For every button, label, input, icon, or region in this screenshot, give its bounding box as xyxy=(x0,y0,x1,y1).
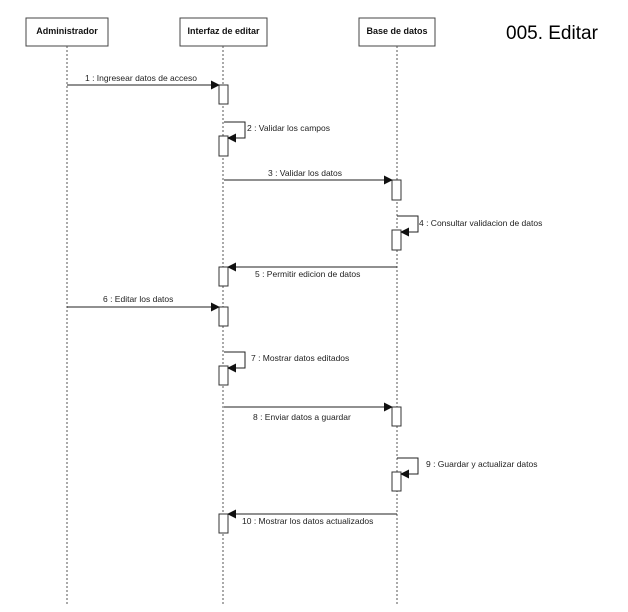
message-label: 5 : Permitir edicion de datos xyxy=(255,269,360,279)
message-label: 10 : Mostrar los datos actualizados xyxy=(242,516,373,526)
message-label: 3 : Validar los datos xyxy=(268,168,342,178)
participant-interfaz-de-editar: Interfaz de editar xyxy=(179,17,268,47)
self-message-arrow xyxy=(397,215,419,237)
message-label: 1 : Ingresear datos de acceso xyxy=(85,73,197,83)
participant-label: Administrador xyxy=(36,26,98,36)
activation-bar xyxy=(218,84,229,105)
participant-label: Base de datos xyxy=(366,26,427,36)
message-label: 6 : Editar los datos xyxy=(103,294,173,304)
activation-bar xyxy=(218,135,229,157)
activation-bar xyxy=(218,306,229,327)
message-label: 8 : Enviar datos a guardar xyxy=(253,412,351,422)
self-message-arrow xyxy=(224,351,246,373)
participant-base-de-datos: Base de datos xyxy=(358,17,436,47)
activation-bar xyxy=(218,365,229,386)
activation-bar xyxy=(218,513,229,534)
self-message-arrow xyxy=(224,121,246,143)
participant-administrador: Administrador xyxy=(25,17,109,47)
message-label: 2 : Validar los campos xyxy=(247,123,330,133)
self-message-arrow xyxy=(397,457,419,479)
participant-label: Interfaz de editar xyxy=(187,26,260,36)
diagram-title: 005. Editar xyxy=(506,23,599,44)
activation-bar xyxy=(391,471,402,492)
message-label: 7 : Mostrar datos editados xyxy=(251,353,349,363)
activation-bar xyxy=(391,406,402,427)
message-label: 9 : Guardar y actualizar datos xyxy=(426,459,538,469)
activation-bar xyxy=(218,266,229,287)
activation-bar xyxy=(391,179,402,201)
message-label: 4 : Consultar validacion de datos xyxy=(419,218,542,228)
activation-bar xyxy=(391,229,402,251)
